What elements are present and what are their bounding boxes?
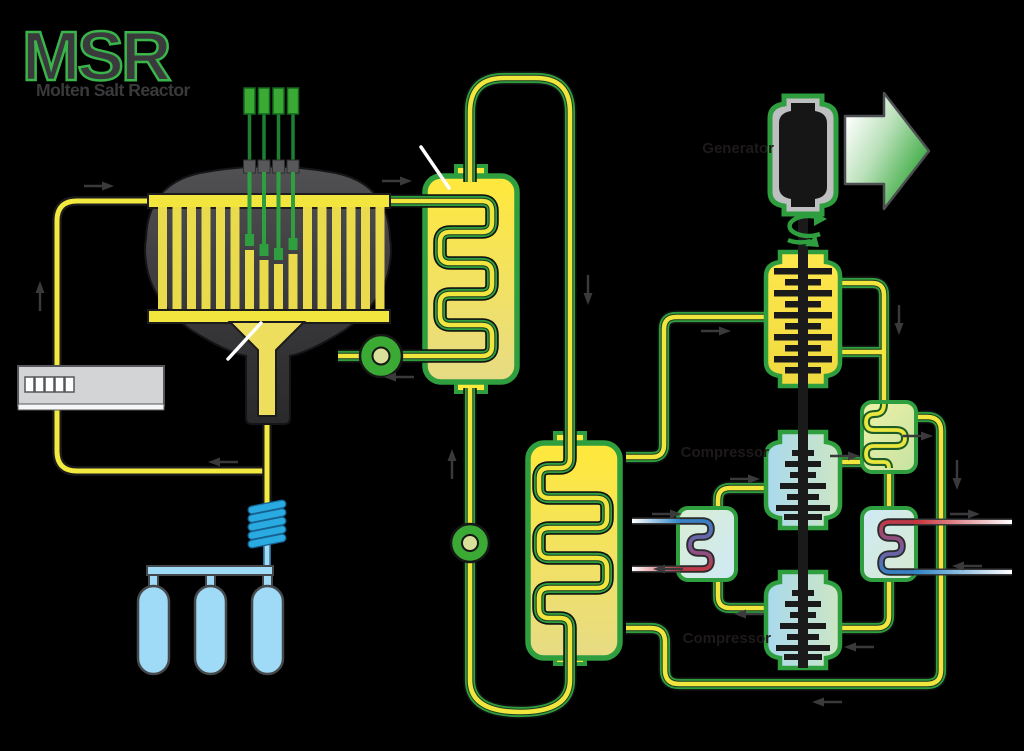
freeze-plug-coil bbox=[247, 499, 287, 549]
flow-arrow-icon bbox=[206, 456, 240, 468]
flow-arrow-icon bbox=[699, 325, 733, 337]
flow-arrow-icon bbox=[380, 175, 414, 187]
msr-logo: MSR Molten Salt Reactor bbox=[21, 16, 191, 100]
dump-tank bbox=[193, 584, 228, 676]
flow-arrow-icon bbox=[810, 696, 844, 708]
flow-arrow-icon bbox=[951, 458, 963, 492]
turbine-shaft bbox=[774, 206, 832, 668]
flow-arrow-icon bbox=[842, 641, 876, 653]
fuel-salt-pump bbox=[358, 333, 404, 379]
tank-manifold-pipe bbox=[146, 565, 274, 576]
heat-exchanger-pointer bbox=[419, 145, 451, 190]
electrical-power-arrow bbox=[843, 91, 931, 211]
flow-arrow-icon bbox=[82, 180, 116, 192]
flow-arrow-icon bbox=[582, 273, 594, 307]
plant-window bbox=[44, 376, 55, 393]
reactor-vessel bbox=[144, 87, 392, 425]
freeze-plug-funnel bbox=[227, 321, 307, 417]
hidden-labels: Generator Compressor Compressor bbox=[681, 140, 775, 647]
coolant-salt-pump bbox=[449, 522, 491, 564]
control-rods bbox=[243, 87, 300, 162]
plant-window bbox=[24, 376, 35, 393]
flow-arrow-icon bbox=[446, 447, 458, 481]
pre-cooler bbox=[860, 506, 918, 582]
generator-label: Generator bbox=[702, 140, 774, 157]
emergency-dump-tanks bbox=[136, 565, 285, 676]
purified-salt-pipe bbox=[52, 196, 267, 476]
fuel-salt-channels bbox=[158, 207, 385, 313]
dump-tank bbox=[136, 584, 171, 676]
flow-arrow-icon bbox=[948, 508, 982, 520]
logo-subtitle: Molten Salt Reactor bbox=[36, 80, 191, 100]
flow-arrow-icon bbox=[34, 279, 46, 313]
top-header bbox=[147, 193, 391, 209]
pointer-lines bbox=[226, 145, 451, 361]
freeze-plug-pointer bbox=[226, 321, 263, 361]
generator bbox=[767, 93, 839, 217]
dump-tank bbox=[250, 584, 285, 676]
control-rods-inserted bbox=[245, 172, 298, 260]
plant-window bbox=[54, 376, 65, 393]
compressor-upper-label: Compressor bbox=[681, 444, 770, 461]
flow-arrow-icon bbox=[893, 303, 905, 337]
logo-title: MSR bbox=[22, 17, 171, 95]
intercooler bbox=[676, 506, 738, 582]
plant-window bbox=[64, 376, 75, 393]
compressor-lower-label: Compressor bbox=[683, 630, 772, 647]
chemical-processing-plant bbox=[17, 365, 165, 411]
salt-loop-pipes bbox=[338, 78, 607, 712]
plant-window bbox=[34, 376, 45, 393]
